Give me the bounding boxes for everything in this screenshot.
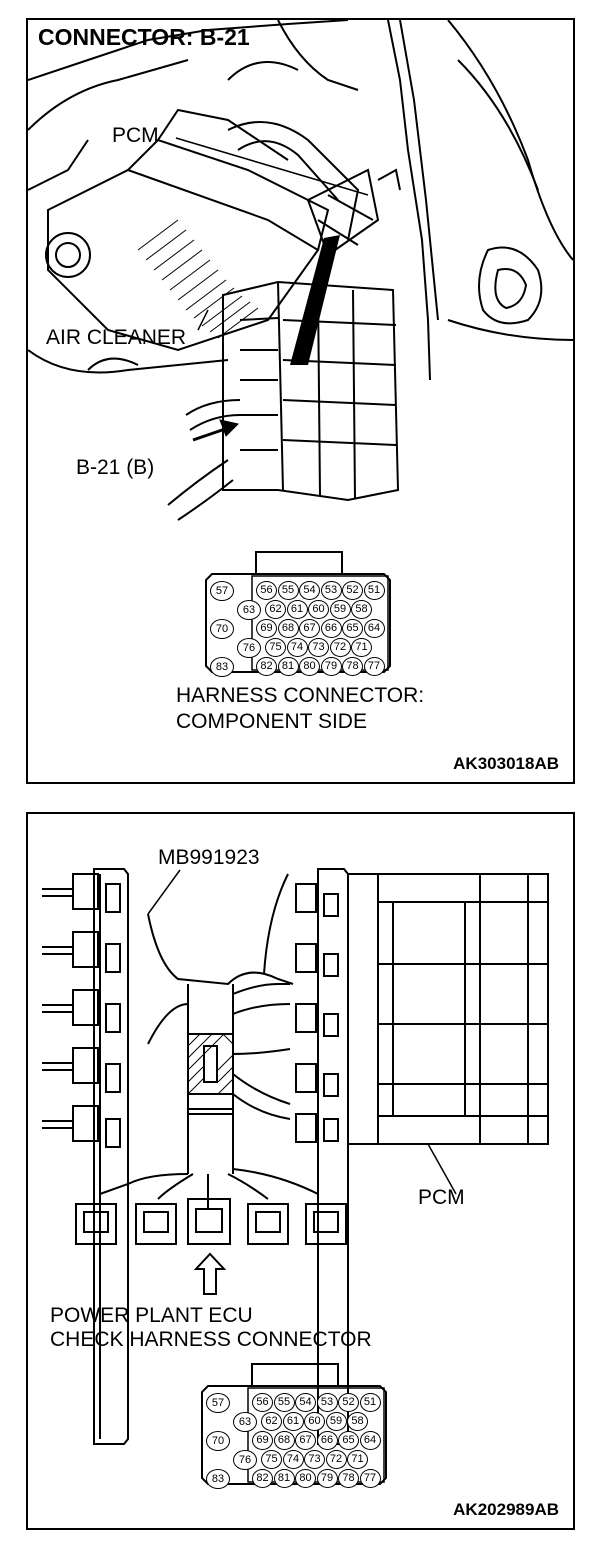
pin-69: 69 xyxy=(252,1431,273,1450)
pin-74: 74 xyxy=(282,1450,304,1469)
pin-60: 60 xyxy=(304,1412,325,1431)
pin-56: 56 xyxy=(256,581,277,600)
pin-76: 76 xyxy=(233,1450,257,1470)
pin-72: 72 xyxy=(325,1450,347,1469)
pin-60: 60 xyxy=(308,600,329,619)
pin-82: 82 xyxy=(252,1469,273,1488)
pin-64: 64 xyxy=(359,1431,381,1450)
pin-68: 68 xyxy=(273,1431,295,1450)
pin-79: 79 xyxy=(320,657,342,676)
pin-56: 56 xyxy=(252,1393,273,1412)
pin-70: 70 xyxy=(206,1431,230,1451)
pin-59: 59 xyxy=(329,600,351,619)
harness-connector-line1: HARNESS CONNECTOR: xyxy=(176,684,425,707)
pin-83: 83 xyxy=(210,657,234,677)
pin-75: 75 xyxy=(265,638,286,657)
b21-label: B-21 (B) xyxy=(76,456,155,479)
panel2-figure-code: AK202989AB xyxy=(453,1500,559,1519)
pin-51: 51 xyxy=(359,1393,381,1412)
check-harness-panel: MB991923 PCM POWER PLANT ECU CHECK HARNE… xyxy=(26,812,575,1530)
pin-72: 72 xyxy=(329,638,351,657)
pin-57: 57 xyxy=(206,1393,230,1413)
pin-80: 80 xyxy=(295,1469,316,1488)
pin-73: 73 xyxy=(304,1450,325,1469)
pin-69: 69 xyxy=(256,619,277,638)
pin-61: 61 xyxy=(286,600,308,619)
pin-63: 63 xyxy=(233,1412,257,1432)
pin-83: 83 xyxy=(206,1469,230,1489)
connector-location-panel: CONNECTOR: B-21 PCM AIR CLEANER B-21 (B)… xyxy=(26,18,575,784)
pin-81: 81 xyxy=(273,1469,295,1488)
harness-connector-line2: COMPONENT SIDE xyxy=(176,710,367,733)
pin-54: 54 xyxy=(299,581,320,600)
pin-52: 52 xyxy=(342,581,363,600)
engine-bay-illustration xyxy=(28,20,573,521)
pcm-label: PCM xyxy=(112,124,159,147)
pin-55: 55 xyxy=(277,581,299,600)
pin-51: 51 xyxy=(363,581,385,600)
pin-65: 65 xyxy=(342,619,363,638)
pin-54: 54 xyxy=(295,1393,316,1412)
pin-66: 66 xyxy=(320,619,342,638)
pin-78: 78 xyxy=(342,657,363,676)
pin-77: 77 xyxy=(363,657,385,676)
tool-label: MB991923 xyxy=(158,846,260,869)
pin-62: 62 xyxy=(261,1412,282,1431)
pin-52: 52 xyxy=(338,1393,359,1412)
check-harness-illustration xyxy=(42,868,549,1445)
pin-66: 66 xyxy=(316,1431,338,1450)
panel1-figure-code: AK303018AB xyxy=(453,754,559,773)
pin-65: 65 xyxy=(338,1431,359,1450)
air-cleaner-label: AIR CLEANER xyxy=(46,326,187,349)
pin-71: 71 xyxy=(351,638,372,657)
pin-63: 63 xyxy=(237,600,261,620)
pin-77: 77 xyxy=(359,1469,381,1488)
pin-62: 62 xyxy=(265,600,286,619)
pin-68: 68 xyxy=(277,619,299,638)
ecu-label-line2: CHECK HARNESS CONNECTOR xyxy=(50,1328,372,1351)
pin-82: 82 xyxy=(256,657,277,676)
pin-67: 67 xyxy=(295,1431,316,1450)
pin-70: 70 xyxy=(210,619,234,639)
pin-58: 58 xyxy=(351,600,372,619)
pin-76: 76 xyxy=(237,638,261,658)
pin-79: 79 xyxy=(316,1469,338,1488)
pin-80: 80 xyxy=(299,657,320,676)
pin-57: 57 xyxy=(210,581,234,601)
pin-59: 59 xyxy=(325,1412,347,1431)
pin-71: 71 xyxy=(347,1450,368,1469)
pin-61: 61 xyxy=(282,1412,304,1431)
pin-55: 55 xyxy=(273,1393,295,1412)
pin-81: 81 xyxy=(277,657,299,676)
pin-75: 75 xyxy=(261,1450,282,1469)
pcm-label-2: PCM xyxy=(418,1186,465,1209)
pin-53: 53 xyxy=(316,1393,338,1412)
pin-73: 73 xyxy=(308,638,329,657)
pin-53: 53 xyxy=(320,581,342,600)
panel1-title: CONNECTOR: B-21 xyxy=(38,24,250,50)
pin-67: 67 xyxy=(299,619,320,638)
pin-64: 64 xyxy=(363,619,385,638)
pin-78: 78 xyxy=(338,1469,359,1488)
pin-74: 74 xyxy=(286,638,308,657)
pin-58: 58 xyxy=(347,1412,368,1431)
check-harness-connector-face xyxy=(201,1363,387,1485)
ecu-label-line1: POWER PLANT ECU xyxy=(50,1304,253,1327)
harness-connector-face xyxy=(205,551,391,673)
